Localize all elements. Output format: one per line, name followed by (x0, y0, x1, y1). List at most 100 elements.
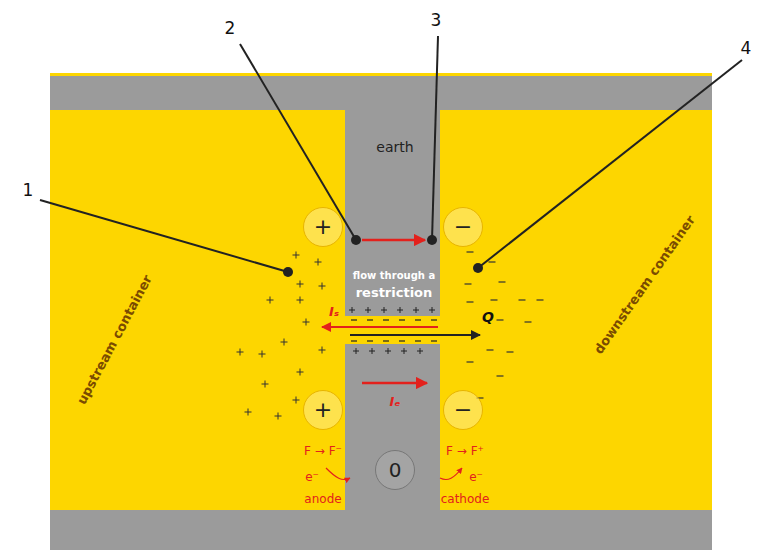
negative-charge (487, 349, 494, 350)
callout-number: 3 (431, 11, 442, 30)
negative-charge (525, 321, 532, 322)
charge-sign: − (454, 216, 472, 238)
negative-charge (467, 301, 474, 302)
current-label: Iₑ (389, 395, 400, 409)
earth-body (50, 73, 712, 550)
positive-charge (319, 347, 326, 354)
leader-line (478, 60, 742, 268)
positive-charge (353, 348, 359, 354)
positive-charge (417, 348, 423, 354)
charges (237, 252, 544, 420)
callout-dot (283, 267, 293, 277)
positive-charge (349, 307, 355, 313)
negative-charge (497, 319, 504, 320)
negative-charge (399, 319, 405, 320)
callout-number: 1 (23, 181, 34, 200)
positive-charge (245, 409, 252, 416)
negative-charge (415, 319, 421, 320)
negative-charge (497, 375, 504, 376)
charge-circle: − (443, 390, 483, 430)
charge-sign: + (314, 399, 332, 421)
positive-charge (413, 307, 419, 313)
positive-charge (303, 319, 310, 326)
negative-charge (467, 251, 474, 252)
positive-charge (267, 297, 274, 304)
charge-circle: 0 (375, 450, 415, 490)
positive-charge (429, 307, 435, 313)
downstream-fluid (440, 110, 712, 510)
positive-charge (369, 348, 375, 354)
flow-rate-label: Q (482, 310, 494, 325)
negative-charge (367, 319, 373, 320)
restriction-channel (345, 316, 440, 344)
callout-number: 2 (225, 19, 236, 38)
negative-charge (499, 281, 506, 282)
positive-charge (293, 252, 300, 259)
electron-label: e⁻ (305, 471, 319, 484)
negative-charge (491, 299, 498, 300)
charge-sign: 0 (389, 460, 402, 480)
positive-charge (259, 351, 266, 358)
positive-charge (281, 339, 288, 346)
current-label: Iₛ (329, 305, 339, 319)
positive-charge (381, 307, 387, 313)
negative-charge (489, 261, 496, 262)
electrode-label: cathode (441, 493, 490, 506)
negative-charge (431, 340, 437, 341)
positive-charge (319, 283, 326, 290)
negative-charge (507, 351, 514, 352)
negative-charge (367, 340, 373, 341)
negative-charge (537, 299, 544, 300)
electron-arrow (440, 468, 462, 480)
negative-charge (465, 283, 472, 284)
positive-charge (397, 307, 403, 313)
negative-charge (415, 340, 421, 341)
reaction-label: F → F⁻ (304, 445, 342, 458)
negative-charge (431, 319, 437, 320)
earth-label: earth (376, 140, 413, 155)
positive-charge (237, 349, 244, 356)
streaming-current-arrow (322, 326, 438, 328)
flow-label: restriction (356, 286, 433, 300)
positive-charge (365, 307, 371, 313)
charge-circle: + (303, 390, 343, 430)
electrode-label: anode (304, 493, 341, 506)
negative-charge (351, 340, 357, 341)
charge-sign: − (454, 399, 472, 421)
reaction-label: F → F⁺ (446, 445, 484, 458)
callout-dot (427, 235, 437, 245)
negative-charge (467, 361, 474, 362)
callout-dot (473, 263, 483, 273)
positive-charge (293, 397, 300, 404)
leader-line (240, 44, 356, 240)
positive-charge (385, 348, 391, 354)
potential-arrow (362, 239, 425, 242)
leader-line (432, 36, 438, 240)
negative-charge (351, 319, 357, 320)
positive-charge (297, 369, 304, 376)
leader-line (40, 200, 288, 272)
charge-sign: + (314, 216, 332, 238)
electron-label: e⁻ (469, 471, 483, 484)
charge-circle: + (303, 207, 343, 247)
top-edge (50, 73, 712, 76)
charge-circle: − (443, 207, 483, 247)
positive-charge (297, 281, 304, 288)
positive-charge (315, 259, 322, 266)
callout-number: 4 (741, 39, 752, 58)
flow-arrow (350, 334, 480, 336)
negative-charge (383, 340, 389, 341)
electron-arrow (326, 468, 350, 480)
flow-label: flow through a (353, 270, 435, 281)
positive-charge (275, 413, 282, 420)
electric-current-arrow (362, 382, 427, 385)
negative-charge (383, 319, 389, 320)
positive-charge (401, 348, 407, 354)
callout-dot (351, 235, 361, 245)
negative-charge (519, 299, 526, 300)
negative-charge (399, 340, 405, 341)
positive-charge (297, 297, 304, 304)
upstream-fluid (50, 110, 345, 510)
positive-charge (262, 381, 269, 388)
